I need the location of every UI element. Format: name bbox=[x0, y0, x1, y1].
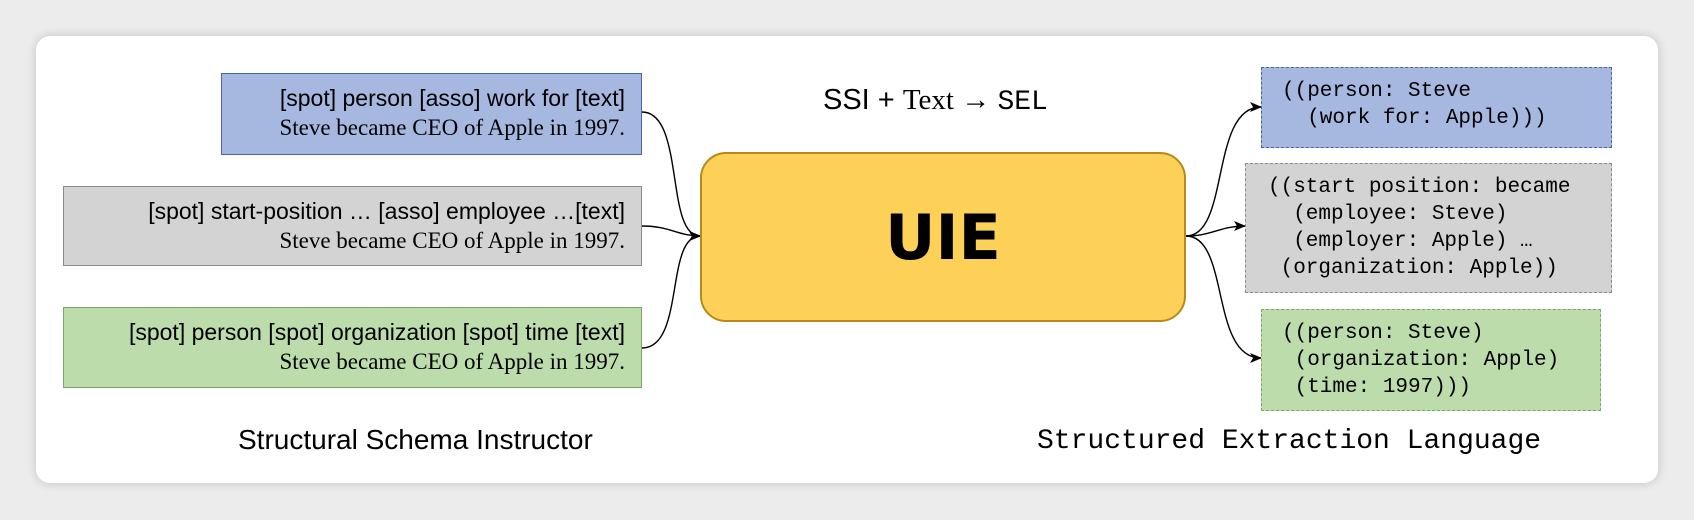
formula-plus: + bbox=[869, 84, 903, 116]
caption-structural-schema-instructor: Structural Schema Instructor bbox=[238, 424, 593, 455]
arrow-uie-to-output-1 bbox=[1185, 102, 1262, 237]
output-line: ((start position: became bbox=[1268, 176, 1571, 199]
caption-structured-extraction-language: Structured Extraction Language bbox=[1037, 426, 1542, 457]
output-line: (work for: Apple))) bbox=[1282, 107, 1547, 130]
input-box-2: [spot] start-position … [asso] employee … bbox=[63, 186, 642, 266]
input-schema: [spot] person [asso] work for [text] bbox=[279, 85, 625, 111]
output-line: ((person: Steve bbox=[1282, 80, 1472, 103]
input-sentence: Steve became CEO of Apple in 1997. bbox=[279, 115, 625, 140]
arrow-input-1-to-uie bbox=[641, 111, 701, 241]
formula-ssi: SSI bbox=[823, 84, 870, 116]
input-box-1: [spot] person [asso] work for [text] Ste… bbox=[221, 73, 642, 155]
output-line: (employee: Steve) bbox=[1268, 203, 1508, 226]
input-schema: [spot] start-position … [asso] employee … bbox=[148, 198, 625, 224]
formula-sel: SEL bbox=[997, 87, 1048, 118]
formula-text: Text bbox=[902, 84, 954, 116]
formula-title: SSI + Text → SEL bbox=[823, 84, 1048, 118]
input-box-3: [spot] person [spot] organization [spot]… bbox=[63, 307, 642, 388]
uie-label: UIE bbox=[885, 200, 1001, 274]
input-sentence: Steve became CEO of Apple in 1997. bbox=[279, 349, 625, 374]
arrow-uie-to-output-3 bbox=[1185, 235, 1262, 363]
arrow-input-2-to-uie bbox=[641, 225, 701, 241]
output-box-1: ((person: Steve (work for: Apple))) bbox=[1261, 67, 1612, 148]
formula-arrow: → bbox=[953, 84, 998, 116]
output-line: (time: 1997))) bbox=[1282, 376, 1472, 399]
output-line: (organization: Apple)) bbox=[1268, 257, 1558, 280]
arrow-input-3-to-uie bbox=[641, 231, 701, 349]
uie-model-box: UIE bbox=[700, 152, 1186, 322]
output-line: (employer: Apple) … bbox=[1268, 230, 1533, 253]
output-line: ((person: Steve) bbox=[1282, 322, 1484, 345]
output-box-3: ((person: Steve) (organization: Apple) (… bbox=[1261, 309, 1601, 411]
output-line: (organization: Apple) bbox=[1282, 349, 1560, 372]
output-box-2: ((start position: became (employee: Stev… bbox=[1245, 163, 1612, 293]
input-sentence: Steve became CEO of Apple in 1997. bbox=[279, 228, 625, 253]
arrow-uie-to-output-2 bbox=[1185, 221, 1246, 237]
input-schema: [spot] person [spot] organization [spot]… bbox=[128, 319, 625, 345]
